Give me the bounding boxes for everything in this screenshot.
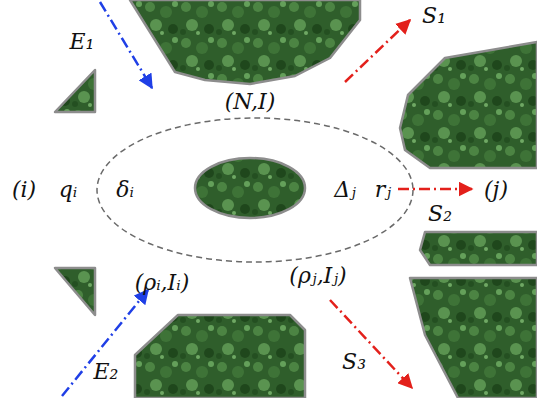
exit-label: S₃ [342,350,366,374]
grass-block [130,0,360,84]
exit-label: S₂ [428,202,452,226]
destination-label: (j) [484,178,508,202]
exit-arrow [398,188,472,191]
central-island [195,158,305,218]
flow-label: rⱼ [375,178,391,202]
grass-block [420,232,537,265]
entry-arrow [62,290,148,396]
ring-state-label: (N,I) [225,90,276,114]
exit-label: S₁ [422,4,446,28]
state-label: (ρⱼ,Iⱼ) [289,264,346,288]
grass-block [55,268,95,315]
state-label: (ρᵢ,Iᵢ) [135,271,190,295]
grass-block [135,315,305,398]
exit-arrow [330,300,412,388]
origin-label: (i) [12,178,36,202]
entry-label: E₁ [70,30,95,54]
exit-arrow [345,20,410,82]
grass-block [410,278,537,398]
ring-path [97,118,413,262]
flow-label: δᵢ [116,178,134,202]
entry-label: E₂ [94,360,119,384]
grass-block [400,42,537,168]
entry-arrow [100,2,152,88]
grass-block [55,70,95,112]
flow-label: Δⱼ [334,178,356,202]
flow-label: qᵢ [59,178,78,202]
